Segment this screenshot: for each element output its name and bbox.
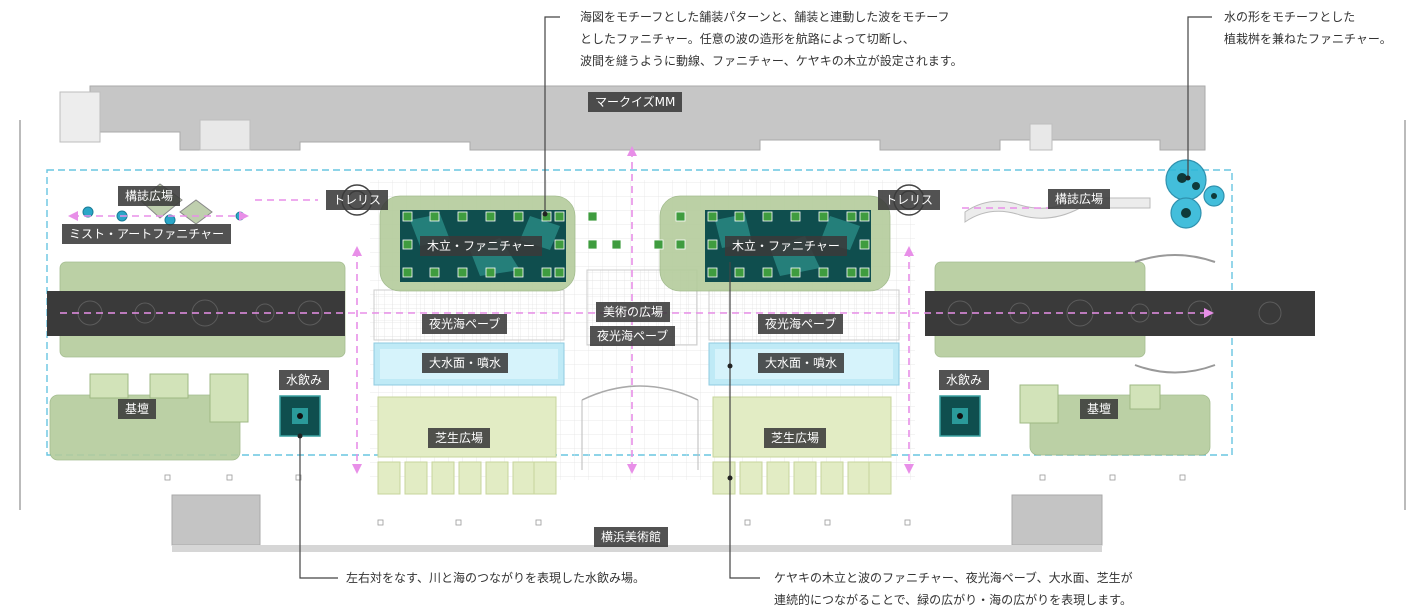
lawn-left: [377, 396, 557, 458]
label-pave-left: 夜光海ペーブ: [422, 314, 508, 334]
annotation-top-right: 水の形をモチーフとした 植栽桝を兼ねたファニチャー。: [1224, 6, 1392, 50]
label-kanban-right: 構誌広場: [1048, 189, 1111, 209]
label-trellis-left: トレリス: [326, 190, 389, 210]
label-trellis-right: トレリス: [878, 190, 941, 210]
label-lawn-left: 芝生広場: [428, 428, 491, 448]
label-kanban-left: 構誌広場: [118, 186, 181, 206]
annotation-line: 左右対をなす、川と海のつながりを表現した水飲み場。: [346, 571, 646, 585]
label-tree-furniture-right: 木立・ファニチャー: [725, 236, 847, 256]
label-tree-furniture-left: 木立・ファニチャー: [420, 236, 542, 256]
label-mist-art: ミスト・アートファニチャー: [62, 224, 232, 244]
label-museum: 横浜美術館: [594, 527, 669, 547]
annotation-line: としたファニチャー。任意の波の造形を航路によって切断し、: [580, 32, 915, 46]
label-base-right: 基壇: [1080, 399, 1119, 419]
label-pave-right: 夜光海ペーブ: [758, 314, 844, 334]
marquis-building: [59, 85, 1206, 151]
label-water-right: 大水面・噴水: [758, 353, 845, 373]
lawn-right: [712, 396, 892, 458]
annotation-bottom-right: ケヤキの木立と波のファニチャー、夜光海ペーブ、大水面、芝生が 連続的につながるこ…: [774, 567, 1133, 611]
annotation-bottom-left: 左右対をなす、川と海のつながりを表現した水飲み場。: [346, 567, 645, 589]
annotation-line: 連続的につながることで、緑の広がり・海の広がりを表現します。: [774, 593, 1132, 607]
label-lawn-right: 芝生広場: [764, 428, 827, 448]
label-base-left: 基壇: [118, 399, 157, 419]
annotation-line: 波間を縫うように動線、ファニチャー、ケヤキの木立が設定されます。: [580, 54, 963, 68]
annotation-line: 海図をモチーフとした舗装パターンと、舗装と連動した波をモチーフ: [580, 10, 950, 24]
annotation-line: 植栽桝を兼ねたファニチャー。: [1224, 32, 1392, 46]
label-drink-left: 水飲み: [279, 370, 330, 390]
annotation-top-center: 海図をモチーフとした舗装パターンと、舗装と連動した波をモチーフ としたファニチャ…: [580, 6, 963, 72]
label-drink-right: 水飲み: [939, 370, 990, 390]
museum-building: [171, 494, 1103, 552]
label-water-left: 大水面・噴水: [422, 353, 509, 373]
label-pave-center: 夜光海ペーブ: [590, 326, 676, 346]
annotation-line: 水の形をモチーフとした: [1224, 10, 1356, 24]
label-art-plaza: 美術の広場: [596, 302, 671, 322]
label-marquis: マークイズMM: [588, 92, 683, 112]
annotation-line: ケヤキの木立と波のファニチャー、夜光海ペーブ、大水面、芝生が: [774, 571, 1133, 585]
